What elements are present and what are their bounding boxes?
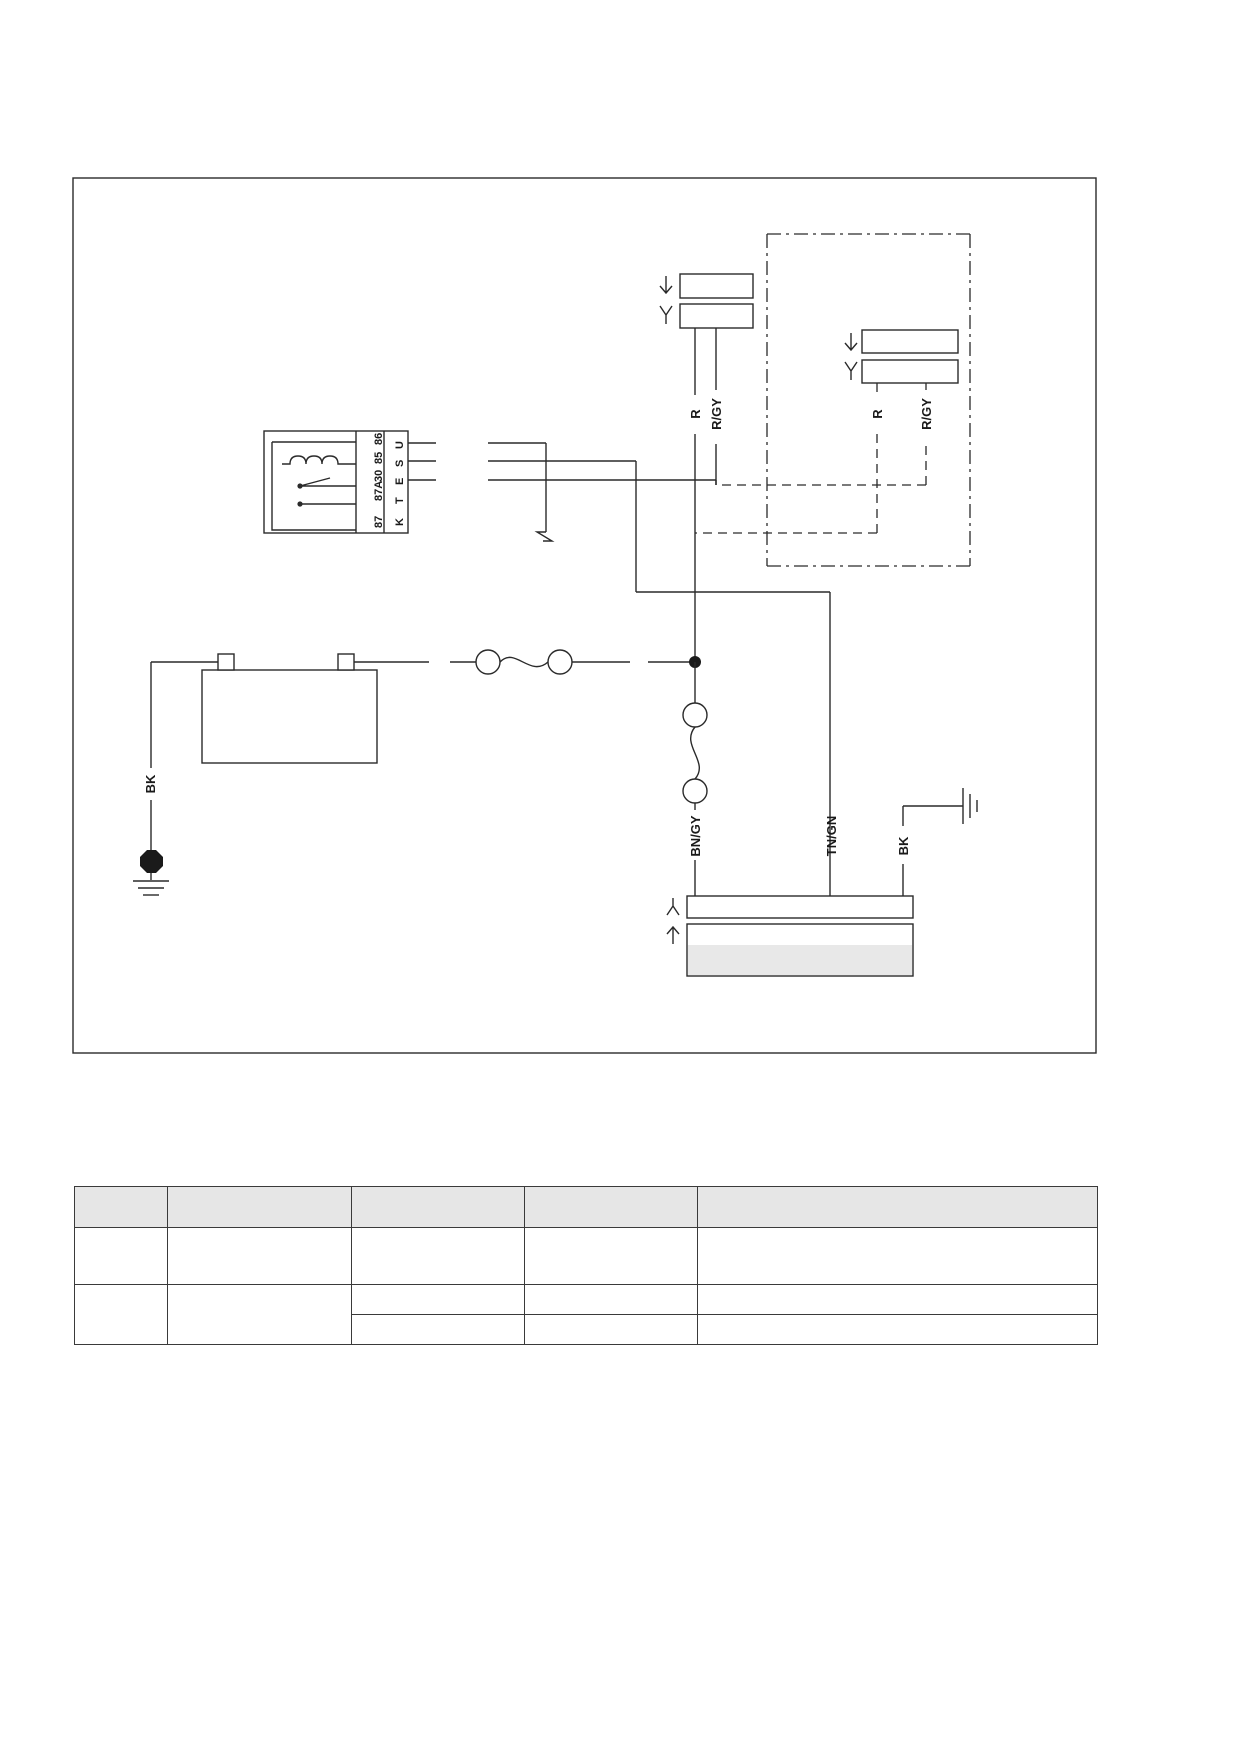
- relay-pin-s: S: [394, 460, 406, 467]
- table-cell: [524, 1227, 698, 1285]
- table-cell: [524, 1314, 698, 1345]
- wire-label-r: R: [688, 409, 703, 419]
- relay-pin-86: 86: [373, 433, 385, 445]
- table-header-cell: [167, 1186, 352, 1228]
- table-cell: [524, 1284, 698, 1315]
- module-wires: [695, 383, 927, 534]
- fork-icon: [666, 898, 680, 916]
- vertical-fuse: [682, 662, 708, 896]
- wire-label-bk: BK: [896, 836, 911, 855]
- module-enclosure: [766, 233, 971, 567]
- break-mark-icon: [534, 531, 555, 542]
- relay-pin-u: U: [394, 441, 406, 449]
- relay-pin-k: K: [394, 518, 406, 526]
- wire-label-r-gy: R/GY: [919, 398, 934, 430]
- chassis-ground: [902, 788, 978, 896]
- table-cell: [351, 1284, 525, 1315]
- table-header-cell: [74, 1186, 168, 1228]
- table-cell: [697, 1284, 1098, 1315]
- main-fuse: [450, 649, 701, 675]
- relay-pin-85: 85: [373, 452, 385, 464]
- wire-label-bn-gy: BN/GY: [688, 815, 703, 857]
- relay-pin-e: E: [394, 478, 406, 485]
- fork-icon: [844, 361, 858, 380]
- diagram-frame: [72, 177, 1097, 1054]
- wire-label-bk: BK: [143, 774, 158, 793]
- relay-pin-30: 30: [373, 470, 385, 482]
- module-connector: [844, 329, 959, 384]
- wire-label-r-gy: R/GY: [709, 398, 724, 430]
- top-connector-wires: [694, 328, 717, 663]
- relay-pin-labels: 87 87A 30 85 86 K T E S U: [373, 433, 406, 528]
- table-row: [75, 1314, 1098, 1345]
- relay-pin-87: 87: [373, 516, 385, 528]
- table-cell: [74, 1227, 168, 1285]
- battery: [150, 653, 429, 852]
- wire-label-r: R: [870, 409, 885, 419]
- table-header-cell: [697, 1186, 1098, 1228]
- ground-icon: [133, 850, 169, 896]
- relay-pin-t: T: [394, 497, 406, 504]
- table-cell: [351, 1314, 525, 1345]
- arrow-up-icon: [666, 925, 680, 944]
- table-cell: [351, 1227, 525, 1285]
- bottom-connector: [666, 895, 914, 977]
- table-cell: [167, 1284, 352, 1345]
- table-cell: [167, 1227, 352, 1285]
- table-row: [74, 1284, 1098, 1345]
- relay: [263, 430, 409, 534]
- arrow-down-icon: [659, 276, 673, 295]
- table-cell: [74, 1284, 168, 1345]
- relay-pin-87a: 87A: [373, 481, 385, 501]
- table-cell: [697, 1227, 1098, 1285]
- table-header-cell: [351, 1186, 525, 1228]
- relay-coil-icon: [271, 441, 356, 531]
- legend-table: [74, 1186, 1098, 1345]
- table-header-row: [74, 1186, 1098, 1228]
- table-row: [74, 1227, 1098, 1285]
- arrow-down-icon: [844, 333, 858, 352]
- relay-wires: [408, 442, 831, 896]
- table-cell: [697, 1314, 1098, 1345]
- top-connector: [659, 273, 754, 329]
- wire-label-tn-gn: TN/GN: [824, 816, 839, 856]
- fork-icon: [659, 305, 673, 324]
- table-header-cell: [524, 1186, 698, 1228]
